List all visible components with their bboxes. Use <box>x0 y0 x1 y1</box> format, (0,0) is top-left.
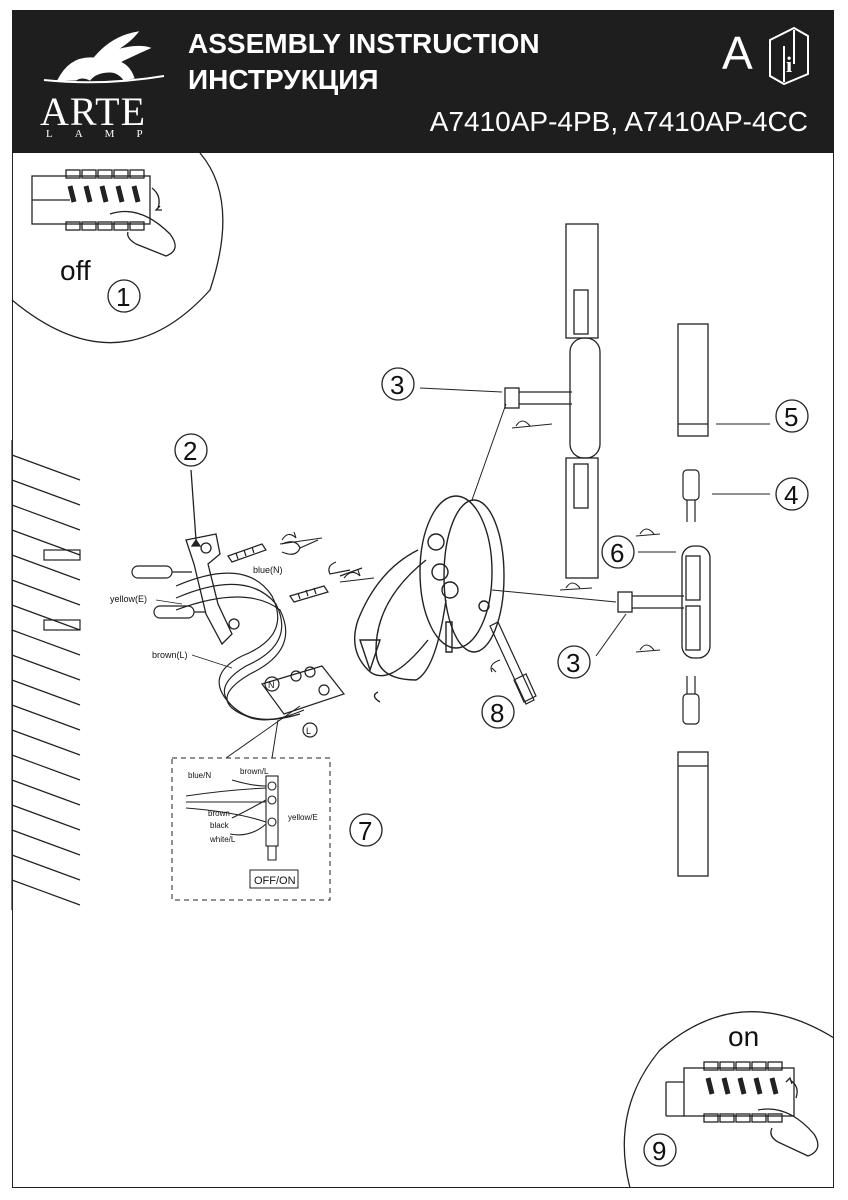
info-book-icon: i <box>769 26 809 86</box>
inset-brown-l-top-label: brown/L <box>240 767 269 776</box>
step3a-number: 3 <box>390 370 404 400</box>
lamp-arm-right <box>617 545 711 659</box>
step8-number: 8 <box>490 698 504 728</box>
wire-brown-l-label: brown(L) <box>152 650 188 660</box>
on-label: on <box>728 1021 759 1052</box>
off-on-switch-label: OFF/ON <box>254 875 296 887</box>
step4-number: 4 <box>784 480 798 510</box>
canopy-plate <box>354 495 505 703</box>
supply-wires <box>175 572 305 721</box>
step2-number-circle <box>174 433 208 467</box>
rotate-arrow-screwdriver-icon <box>490 659 501 673</box>
step2-number: 2 <box>183 436 197 466</box>
brand-logo-subtext: LAMP <box>46 128 165 140</box>
step1-number-circle <box>107 279 141 313</box>
step1-number: 1 <box>116 282 130 312</box>
leader-line-arm-top <box>471 403 507 501</box>
screwdriver <box>489 621 537 705</box>
step5-number: 5 <box>784 402 798 432</box>
off-label: off <box>60 255 91 286</box>
terminal-block <box>261 665 345 738</box>
step4-number-circle <box>775 477 809 511</box>
svg-text:i: i <box>786 52 792 77</box>
brand-logo-text: ARTE <box>40 89 147 134</box>
step6-number: 6 <box>610 538 624 568</box>
step1-breaker-off-panel <box>11 152 224 344</box>
leader-line-step3a <box>419 387 503 393</box>
rotation-arrow-icons <box>279 420 661 653</box>
wall-screw-bottom <box>289 561 363 603</box>
terminal-l-label: L <box>306 726 311 736</box>
title-russian: ИНСТРУКЦИЯ <box>188 64 379 95</box>
model-numbers: A7410AP-4PB, A7410AP-4CC <box>429 106 808 137</box>
inset-yellow-e-label: yellow/E <box>288 813 318 822</box>
lamp-arm-top <box>504 223 601 579</box>
inset-white-l-label: white/L <box>209 835 236 844</box>
leader-line-inset-right <box>271 719 279 759</box>
g9-bulb-bottom <box>682 676 700 725</box>
wire-yellow-e-label: yellow(E) <box>110 594 147 604</box>
step3b-number: 3 <box>566 648 580 678</box>
step5-number-circle <box>775 399 809 433</box>
glass-shade-top <box>677 323 709 437</box>
leader-line-step3b <box>595 613 627 657</box>
step9-number: 9 <box>652 1136 666 1166</box>
step3b-number-circle <box>557 645 591 679</box>
g9-bulb-top <box>682 469 700 522</box>
griffin-logo-icon <box>43 31 165 84</box>
step7-number-circle <box>349 813 383 847</box>
step9-number-circle <box>643 1133 677 1167</box>
step7-number: 7 <box>358 816 372 846</box>
wiring-detail-inset <box>171 757 331 901</box>
leader-line-arm-right <box>491 589 617 603</box>
step3a-number-circle <box>381 367 415 401</box>
wall-anchor-plugs <box>131 565 206 619</box>
step9-breaker-on-panel <box>623 1011 835 1189</box>
mounting-bracket <box>185 469 240 646</box>
inset-brown-label: brown <box>208 809 230 818</box>
inset-blue-n-label: blue/N <box>188 771 211 780</box>
section-letter: A <box>722 27 753 79</box>
terminal-n-label: N <box>268 680 275 690</box>
off-on-switch-box <box>249 869 299 889</box>
wall-hatching <box>11 440 81 910</box>
leader-line-inset-left <box>225 705 301 759</box>
step6-number-circle <box>601 535 635 569</box>
title-english: ASSEMBLY INSTRUCTION <box>188 28 540 59</box>
step8-number-circle <box>481 695 515 729</box>
inset-wiring-drawing <box>185 775 279 861</box>
wall-screw-top <box>227 539 319 563</box>
glass-shade-bottom <box>677 751 709 877</box>
wire-blue-n-label: blue(N) <box>253 565 283 575</box>
header-bar <box>12 10 834 153</box>
inset-black-label: black <box>210 821 230 830</box>
